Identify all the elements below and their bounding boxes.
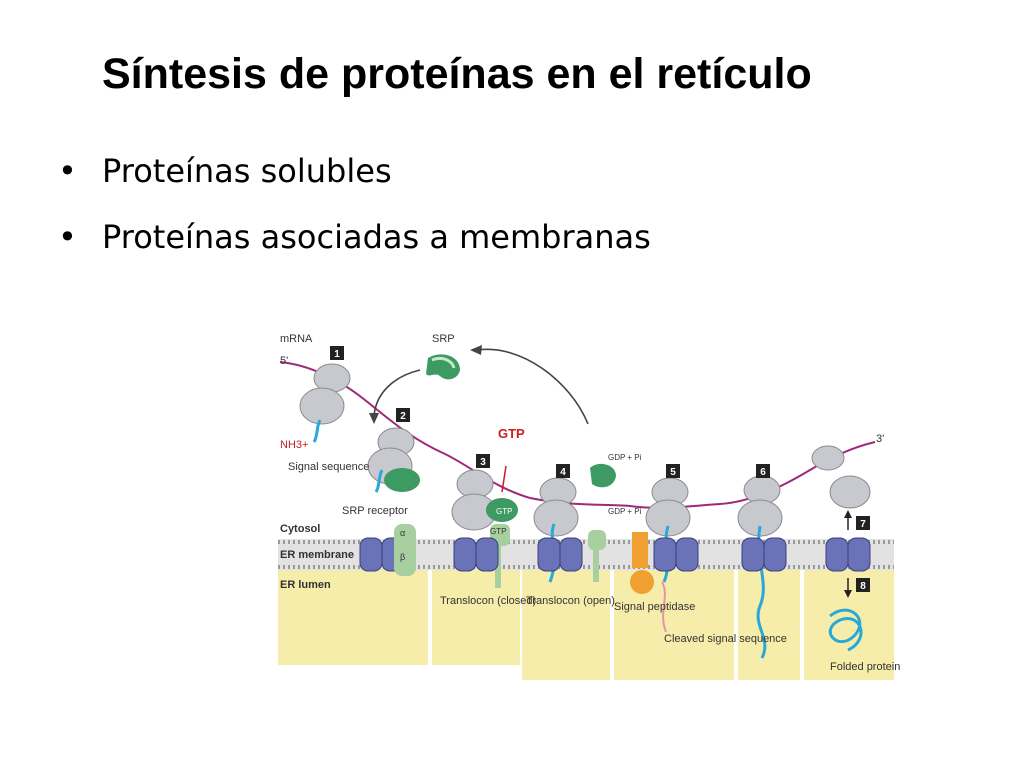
bullet-dot: • [58, 218, 77, 256]
lumen-panel [432, 570, 520, 665]
bullet-dot: • [58, 152, 77, 190]
ribosome-step-1 [299, 363, 351, 443]
label-srp: SRP [432, 333, 455, 345]
label-five-prime: 5' [280, 355, 288, 367]
step-3: 3 [480, 457, 486, 468]
arrowhead [470, 345, 482, 355]
step-4: 4 [560, 467, 566, 478]
label-gtp-main: GTP [498, 426, 525, 441]
label-mrna: mRNA [280, 333, 313, 345]
label-gdp-pi-2: GDP + Pi [608, 507, 642, 516]
srp-binding-arrow [373, 369, 421, 417]
step-7: 7 [860, 519, 866, 530]
ribosome-step-5 [630, 477, 691, 633]
label-nh3: NH3+ [280, 439, 308, 451]
label-gdp-pi-1: GDP + Pi [608, 453, 642, 462]
er-translation-diagram: 1 2 3 4 5 6 7 8 mRNA 5' SRP NH3+ Signal … [278, 333, 900, 680]
label-er-lumen: ER lumen [280, 579, 331, 591]
srp-return-arrow [477, 348, 589, 425]
bullet-item: • Proteínas asociadas a membranas [58, 212, 651, 278]
step-2: 2 [400, 411, 406, 422]
translocons [359, 537, 871, 572]
bullet-text: Proteínas asociadas a membranas [102, 218, 651, 256]
srp-free [426, 354, 460, 380]
ribosome-step-6 [737, 475, 783, 659]
label-translocon-closed: Translocon (closed) [440, 595, 536, 607]
lumen-panel [804, 570, 894, 680]
step-8: 8 [860, 581, 866, 592]
lumen-panel [278, 570, 428, 665]
label-srp-receptor: SRP receptor [342, 505, 408, 517]
mrna-strand [279, 361, 876, 509]
ribosome-step-3 [451, 469, 518, 588]
label-alpha: α [400, 528, 405, 538]
bullet-list: • Proteínas solubles • Proteínas asociadas… [58, 146, 651, 278]
ribosome-step-4 [533, 463, 616, 583]
label-translocon-open: Translocon (open) [526, 595, 615, 607]
bullet-item: • Proteínas solubles [58, 146, 651, 212]
step-badges: 1 2 3 4 5 6 7 8 [330, 346, 870, 592]
arrowhead [369, 413, 379, 424]
ribosome-step-7 [811, 445, 871, 652]
label-er-membrane: ER membrane [280, 549, 354, 561]
label-beta: β [400, 552, 405, 562]
label-cleaved-signal-sequence: Cleaved signal sequence [664, 633, 787, 645]
gtp-pointer [501, 465, 507, 493]
step-6: 6 [760, 467, 766, 478]
label-folded-protein: Folded protein [830, 661, 900, 673]
label-signal-peptidase: Signal peptidase [614, 601, 695, 613]
step-1: 1 [334, 349, 340, 360]
lumen-panel [738, 570, 800, 680]
label-cytosol: Cytosol [280, 523, 320, 535]
label-three-prime: 3' [876, 433, 884, 445]
srp-receptor [394, 524, 416, 576]
step-5: 5 [670, 467, 676, 478]
label-gtp-small-2: GTP [490, 527, 506, 536]
bullet-text: Proteínas solubles [102, 152, 392, 190]
er-lumen-panels [278, 570, 894, 680]
lumen-panel [522, 570, 610, 680]
label-gtp-small-1: GTP [496, 507, 512, 516]
label-signal-sequence: Signal sequence [288, 461, 369, 473]
slide-title: Síntesis de proteínas en el retículo [102, 50, 812, 98]
diagram-labels: mRNA 5' SRP NH3+ Signal sequence GTP GTP… [280, 333, 900, 673]
ribosome-step-2 [367, 427, 420, 493]
